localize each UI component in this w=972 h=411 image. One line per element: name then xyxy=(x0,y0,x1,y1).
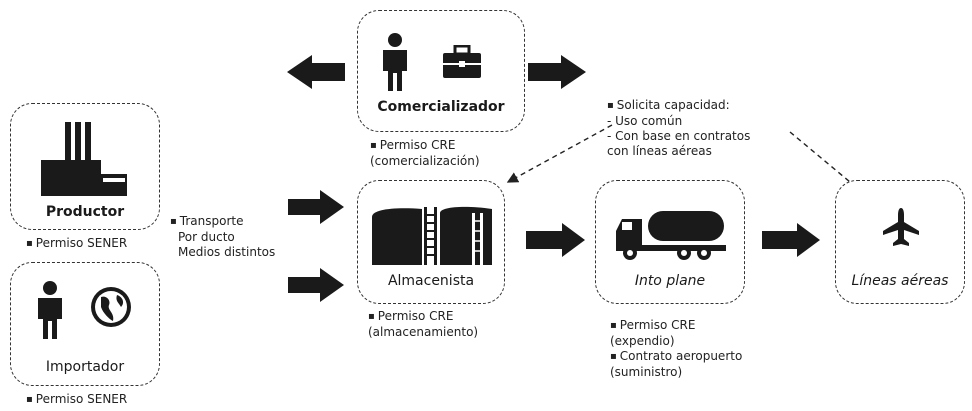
comercializador-permit-detail: (comercialización) xyxy=(370,154,480,168)
node-lineas-aereas: Líneas aéreas xyxy=(835,180,965,304)
tanker-truck-icon xyxy=(616,211,726,260)
into-plane-permit: Permiso CRE xyxy=(610,318,742,334)
importador-permit-note: Permiso SENER xyxy=(26,392,127,408)
productor-label: Productor xyxy=(45,204,125,220)
dashed-request-arrow xyxy=(506,124,613,183)
into-plane-notes: Permiso CRE (expendio) Contrato aeropuer… xyxy=(610,318,742,380)
storage-tanks-icon xyxy=(372,206,492,265)
briefcase-icon xyxy=(443,45,481,78)
factory-icon xyxy=(41,122,127,196)
node-comercializador: Comercializador xyxy=(357,10,525,132)
capacity-note-item: con líneas aéreas xyxy=(607,144,712,158)
arrow-icon xyxy=(288,190,344,224)
lineas-aereas-label: Líneas aéreas xyxy=(851,273,949,289)
transport-note: Transporte Por ducto Medios distintos xyxy=(170,214,275,260)
comercializador-permit-note: Permiso CRE (comercialización) xyxy=(370,138,480,169)
person-icon xyxy=(383,33,407,91)
into-plane-contract-detail: (suministro) xyxy=(610,365,683,379)
importador-permit: Permiso SENER xyxy=(26,392,127,408)
arrow-icon xyxy=(288,268,344,302)
arrow-icon xyxy=(762,223,820,257)
transport-note-item: Medios distintos xyxy=(178,245,276,259)
dashed-connector xyxy=(789,131,851,183)
capacity-note-item: - Con base en contratos xyxy=(607,129,751,143)
node-productor: Productor xyxy=(10,103,160,230)
capacity-note-item: - Uso común xyxy=(607,114,683,128)
comercializador-label: Comercializador xyxy=(377,99,505,115)
node-importador: Importador xyxy=(10,262,160,386)
capacity-note-title: Solicita capacidad: xyxy=(607,98,750,114)
comercializador-permit: Permiso CRE xyxy=(370,138,480,154)
capacity-note: Solicita capacidad: - Uso común - Con ba… xyxy=(607,98,750,159)
node-into-plane: Into plane xyxy=(595,180,745,304)
airplane-icon xyxy=(883,208,919,246)
globe-icon xyxy=(91,287,131,327)
person-icon xyxy=(38,281,62,339)
productor-permit-note: Permiso SENER xyxy=(26,236,127,252)
almacenista-permit-detail: (almacenamiento) xyxy=(368,325,479,339)
node-almacenista: Almacenista xyxy=(357,180,505,304)
almacenista-permit-note: Permiso CRE (almacenamiento) xyxy=(368,309,478,340)
importador-label: Importador xyxy=(45,359,125,375)
transport-note-item: Por ducto xyxy=(178,230,235,244)
almacenista-label: Almacenista xyxy=(387,273,475,289)
into-plane-contract: Contrato aeropuerto xyxy=(610,349,743,365)
productor-permit: Permiso SENER xyxy=(26,236,127,252)
almacenista-permit: Permiso CRE xyxy=(368,309,478,325)
into-plane-label: Into plane xyxy=(634,273,706,289)
into-plane-permit-detail: (expendio) xyxy=(610,334,675,348)
arrow-icon xyxy=(287,55,345,89)
transport-note-title: Transporte xyxy=(170,214,275,230)
arrow-icon xyxy=(526,223,585,257)
arrow-icon xyxy=(528,55,586,89)
